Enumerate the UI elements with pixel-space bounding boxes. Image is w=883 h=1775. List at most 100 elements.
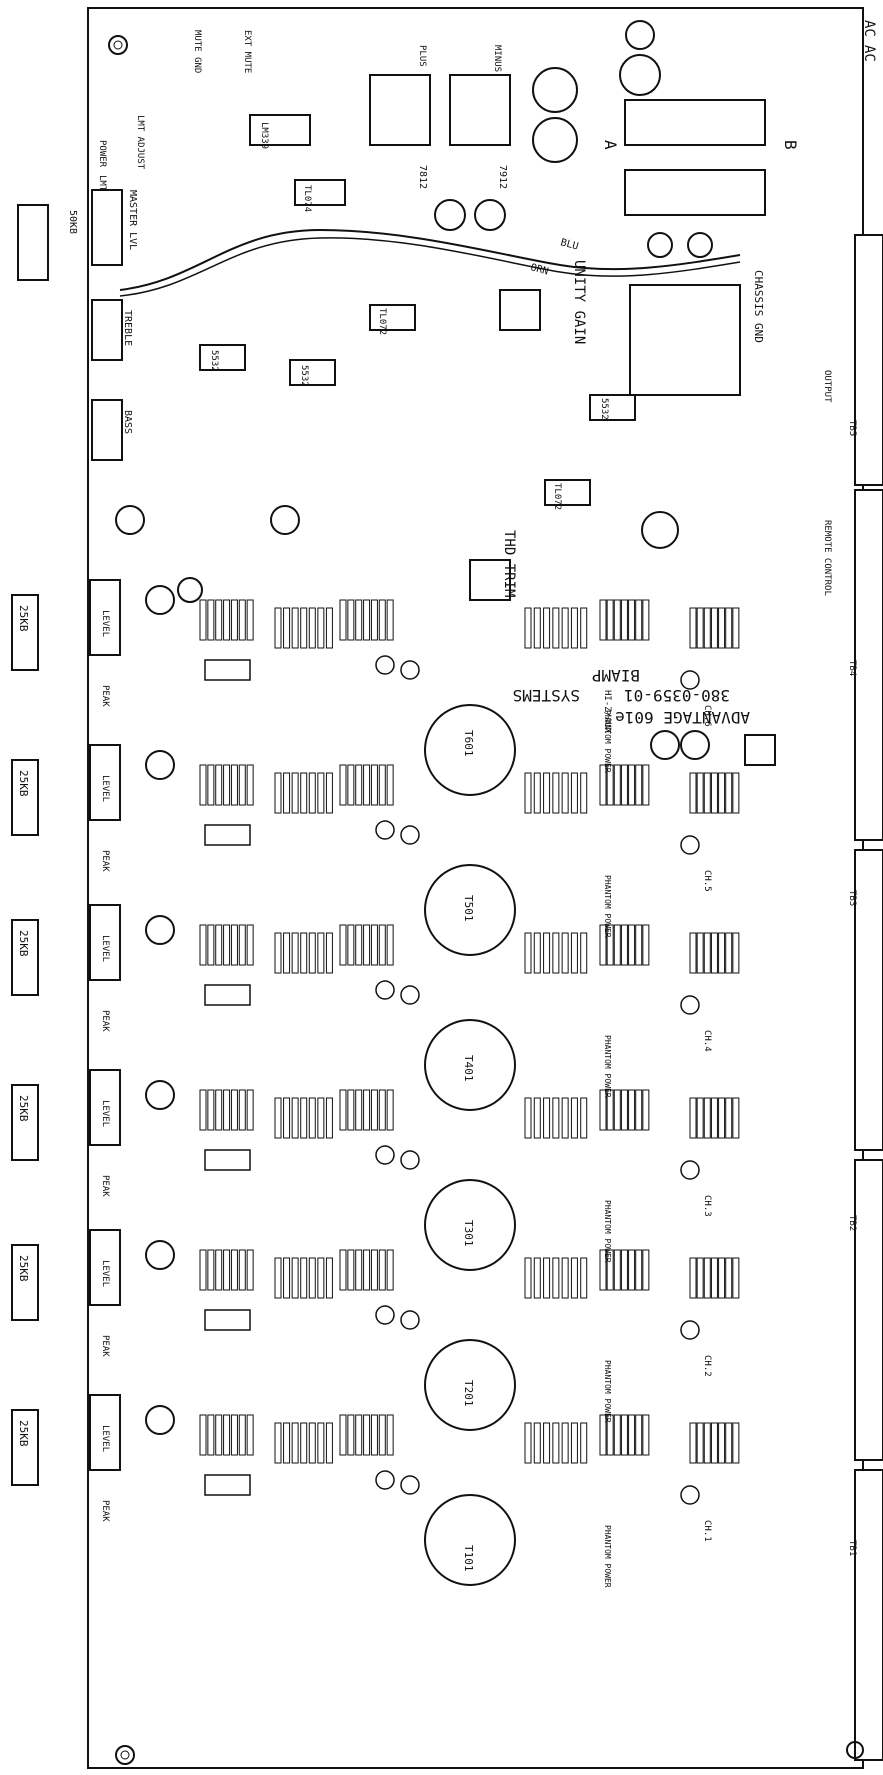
label-tl072-a: TL072 [377,308,387,335]
ch1-resistor [533,1422,541,1464]
ch1-resistor [696,1422,704,1464]
cap-c301 [145,1080,175,1110]
label-output: OUTPUT [822,370,832,403]
ch4-pot-body [89,904,121,981]
ch2-resistor [696,1257,704,1299]
ch3-resistor [696,1097,704,1139]
ch3-resistor [580,1097,588,1139]
ch2-resistor [363,1249,371,1291]
ch4-resistor [325,932,333,974]
model-name: ADVANTAGE 601e [615,708,750,727]
ch4-resistor [696,932,704,974]
cap-c2 [532,67,578,113]
cap-c501 [145,750,175,780]
output-transformer [629,284,741,396]
ch5-resistor [223,764,231,806]
ch4-resistor [561,932,569,974]
ch4-resistor [291,932,299,974]
ch3-resistor [524,1097,532,1139]
bass-pot-body [91,399,123,461]
label-lm339: LM339 [259,122,269,149]
ch5-peak-label: PEAK [100,850,110,872]
ch5-resistor [291,772,299,814]
ch6-resistor [355,599,363,641]
reg-7812-outline [369,74,431,146]
square-pad [744,734,776,766]
ch1-resistor [599,1414,607,1456]
ch4-small-cap [400,985,420,1005]
ch5-resistor [378,764,386,806]
ch4-level-label: LEVEL [100,935,110,962]
ch4-resistor [370,924,378,966]
ic-5532-a [199,344,246,371]
ch4-resistor [642,924,650,966]
ch2-resistor [552,1257,560,1299]
ch1-phantom-label: PHANTOM POWER [603,1525,612,1588]
ch1-resistor [347,1414,355,1456]
ch2-transformer-label: T201 [462,1380,475,1407]
ch1-resistor [635,1414,643,1456]
ch1-resistor [613,1414,621,1456]
label-power: POWER [97,140,107,168]
ch6-resistor [613,599,621,641]
ch6-resistor [703,607,711,649]
ch6-resistor [710,607,718,649]
ch4-resistor [308,932,316,974]
ch3-resistor [725,1097,733,1139]
ch3-resistor [710,1097,718,1139]
ch2-small-cap [375,1305,395,1325]
ch6-resistor [599,599,607,641]
ch1-pot-body [89,1394,121,1471]
ch5-resistor [386,764,394,806]
ch6-resistor [363,599,371,641]
ch5-resistor [606,764,614,806]
ch6-pot-shaft [11,594,39,671]
ch5-small-cap [375,820,395,840]
maker-line1: BIAMP [592,666,640,685]
ch5-resistor [613,764,621,806]
ch2-resistor [703,1257,711,1299]
ch4-resistor [635,924,643,966]
ch3-phantom-label: PHANTOM POWER [603,1200,612,1263]
ch4-peak-label: PEAK [100,1010,110,1032]
label-5532-c: 5532 [599,398,609,420]
ch4-resistor [732,932,740,974]
ch3-ch-label: CH.3 [702,1195,712,1217]
mount-hole-br [846,1741,864,1759]
ch1-resistor [363,1414,371,1456]
ch4-resistor [628,924,636,966]
ch1-resistor [199,1414,207,1456]
edge-tab-3 [854,849,883,1151]
ch5-resistor [580,772,588,814]
ch6-resistor [533,607,541,649]
ch1-ic-5534 [204,1474,251,1496]
ch1-resistor [223,1414,231,1456]
ch6-phantom-label: PHANTOM POWER [603,710,612,773]
ch2-peak-label: PEAK [100,1335,110,1357]
ch3-resistor [207,1089,215,1131]
ch4-resistor [246,924,254,966]
ch4-resistor [238,924,246,966]
label-limit-adjust: LMT ADJUST [135,115,145,170]
edge-tab-4 [854,1159,883,1461]
ch5-resistor [543,772,551,814]
label-b: B [781,140,800,150]
edge-tab-2 [854,489,883,841]
ch5-resistor [347,764,355,806]
transformer-t201 [424,1339,516,1431]
ch6-resistor [246,599,254,641]
ch1-small-cap [400,1475,420,1495]
ch5-resistor [238,764,246,806]
transformer-t401 [424,1019,516,1111]
label-ac-2: AC [861,45,877,62]
ch3-resistor [543,1097,551,1139]
ch1-pot-label: 25KB [17,1420,30,1447]
label-5532-a: 5532 [209,350,219,372]
ch3-resistor [325,1097,333,1139]
label-ac-1: AC [861,20,877,37]
label-orn: ORN [529,262,549,277]
label-lmt: LMT [97,175,107,192]
label-tb5: TB5 [847,420,857,436]
ch2-resistor [386,1249,394,1291]
ch5-resistor [524,772,532,814]
